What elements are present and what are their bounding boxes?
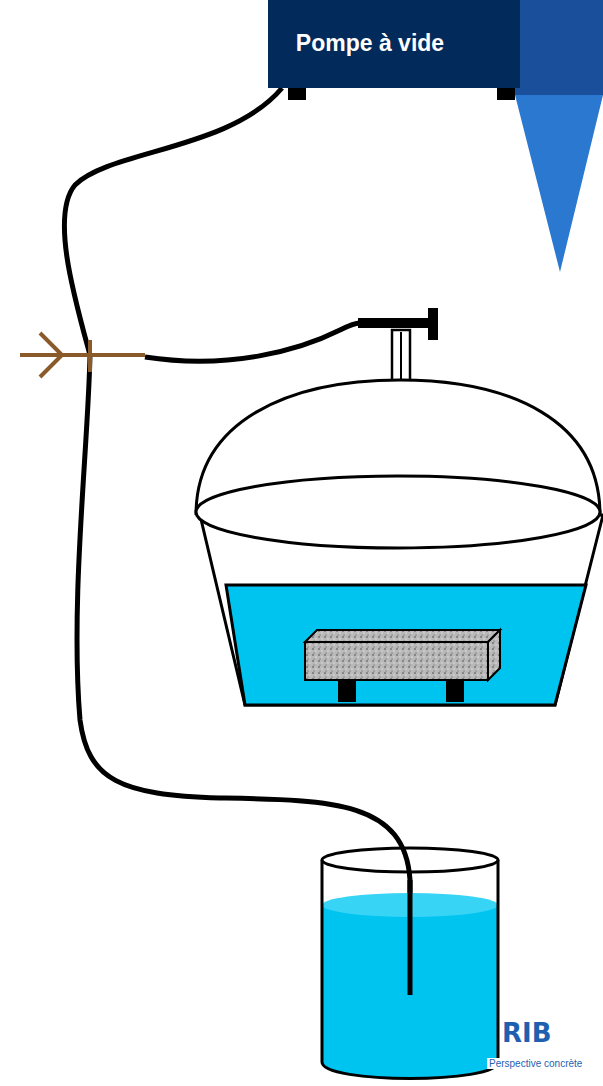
logo-tagline: Perspective concrète: [487, 1058, 584, 1069]
three-way-tap: [20, 333, 145, 377]
node-text: Pompe à vide: [268, 27, 472, 60]
concrete-specimen: [305, 642, 488, 680]
beaker: [322, 848, 498, 1079]
pump-foot: [497, 88, 515, 100]
logo-text: RIB: [500, 1018, 554, 1048]
tube: [64, 88, 282, 355]
tube: [145, 323, 360, 361]
pump-box: Pompe à vide: [268, 0, 520, 88]
lid-valve: [358, 308, 438, 382]
desiccator: [196, 380, 603, 705]
pump-foot: [288, 88, 306, 100]
